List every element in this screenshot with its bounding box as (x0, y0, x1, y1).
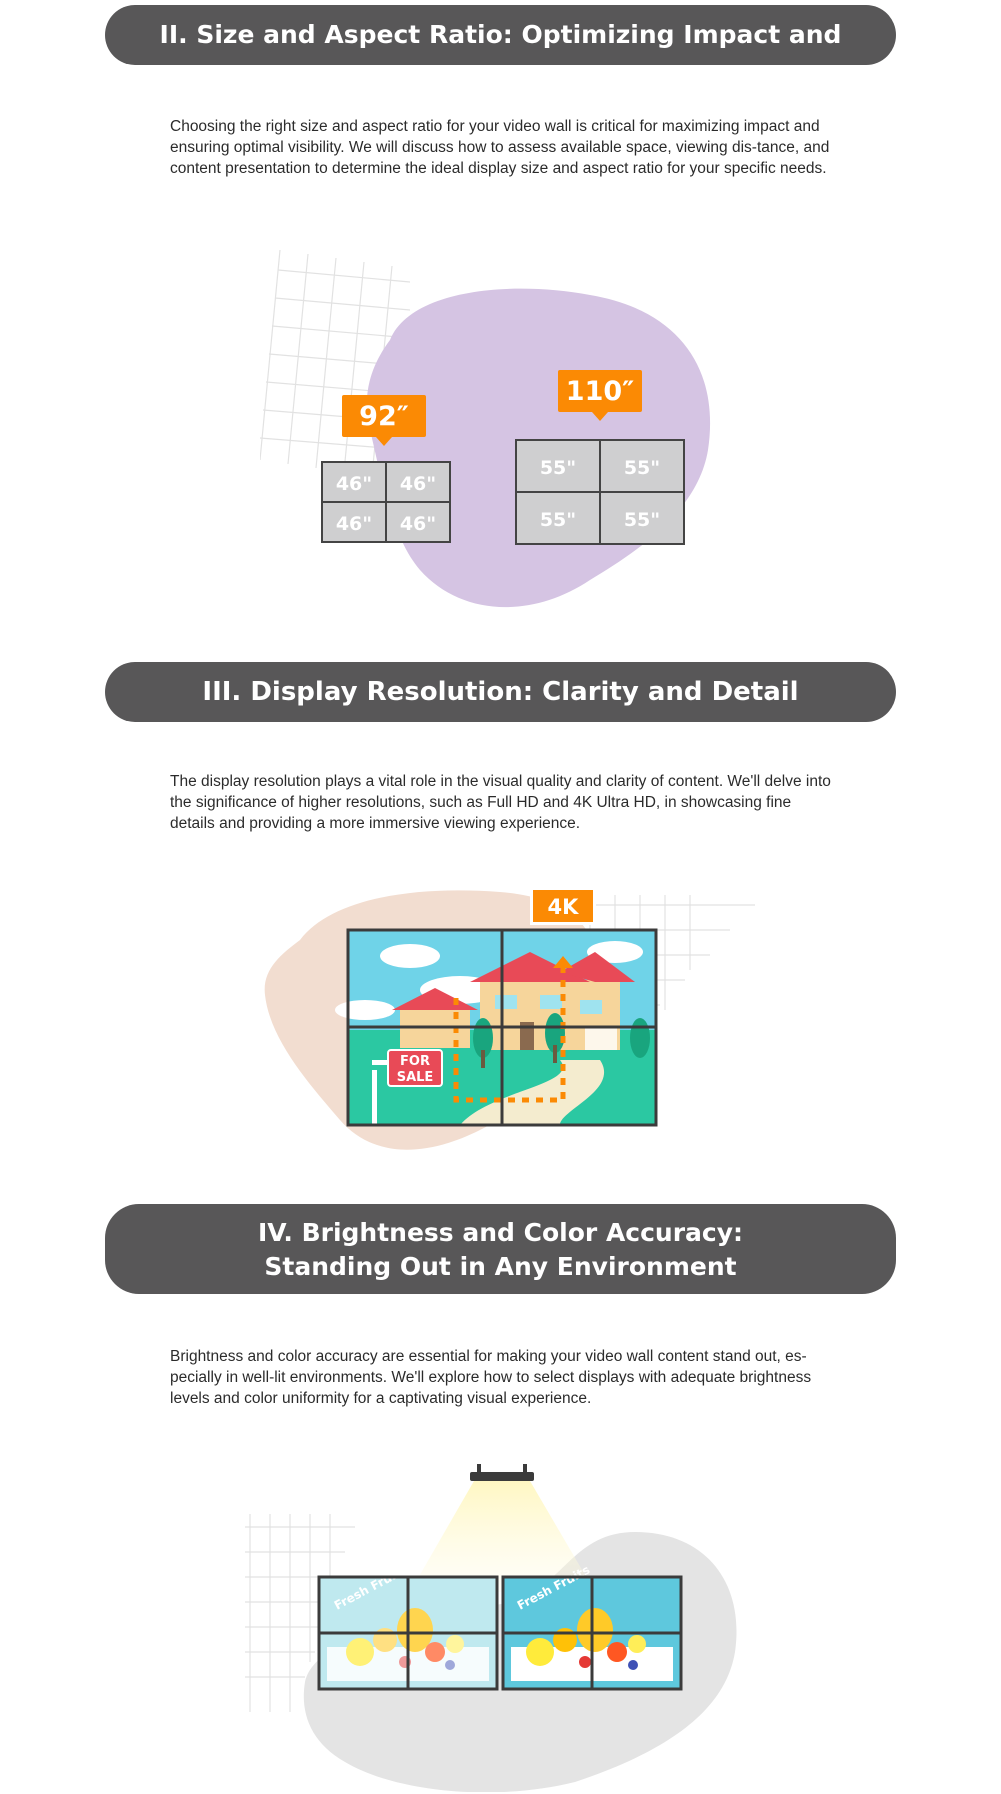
svg-text:92″: 92″ (359, 401, 409, 432)
panel-label: 55" (624, 457, 660, 479)
section-3-title: III. Display Resolution: Clarity and Det… (105, 662, 896, 722)
small-video-wall: 46" 46" 46" 46" (321, 461, 451, 543)
section-3-body: The display resolution plays a vital rol… (170, 773, 831, 832)
grid-decoration (245, 1514, 355, 1712)
house-video-wall: FOR SALE (335, 928, 658, 1127)
panel-label: 46" (336, 473, 372, 495)
video-wall-dim: Fresh Fruits (317, 1563, 499, 1691)
for-sale-sign-line1: FOR (400, 1054, 430, 1069)
resolution-illustration: FOR SALE 4K (264, 887, 755, 1150)
size-badge-110: 110″ (558, 370, 642, 421)
section-4-title: IV. Brightness and Color Accuracy: Stand… (105, 1204, 896, 1294)
panel-label: 46" (400, 473, 436, 495)
section-4-title-line2: Standing Out in Any Environment (264, 1252, 737, 1281)
section-2-body: Choosing the right size and aspect ratio… (170, 118, 830, 177)
section-2-title: II. Size and Aspect Ratio: Optimizing Im… (105, 5, 896, 109)
section-4-body: Brightness and color accuracy are essent… (170, 1348, 812, 1407)
panel-label: 46" (400, 513, 436, 535)
panel-label: 46" (336, 513, 372, 535)
panel-label: 55" (540, 509, 576, 531)
resolution-badge-4k: 4K (530, 887, 596, 925)
brightness-illustration: Fresh Fruits Fresh Fruits (245, 1464, 737, 1792)
video-wall-bright: Fresh Fruits (501, 1563, 683, 1691)
ceiling-lamp (410, 1464, 595, 1592)
large-video-wall: 55" 55" 55" 55" (515, 439, 685, 545)
svg-text:110″: 110″ (566, 376, 634, 407)
section-4-title-line1: IV. Brightness and Color Accuracy: (257, 1218, 744, 1247)
svg-text:4K: 4K (548, 895, 580, 919)
panel-label: 55" (624, 509, 660, 531)
size-aspect-illustration: 46" 46" 46" 46" 92″ 55" 55" 55" 55" 110″ (260, 250, 711, 608)
size-badge-92: 92″ (342, 395, 426, 446)
panel-label: 55" (540, 457, 576, 479)
for-sale-sign-line2: SALE (397, 1070, 434, 1085)
